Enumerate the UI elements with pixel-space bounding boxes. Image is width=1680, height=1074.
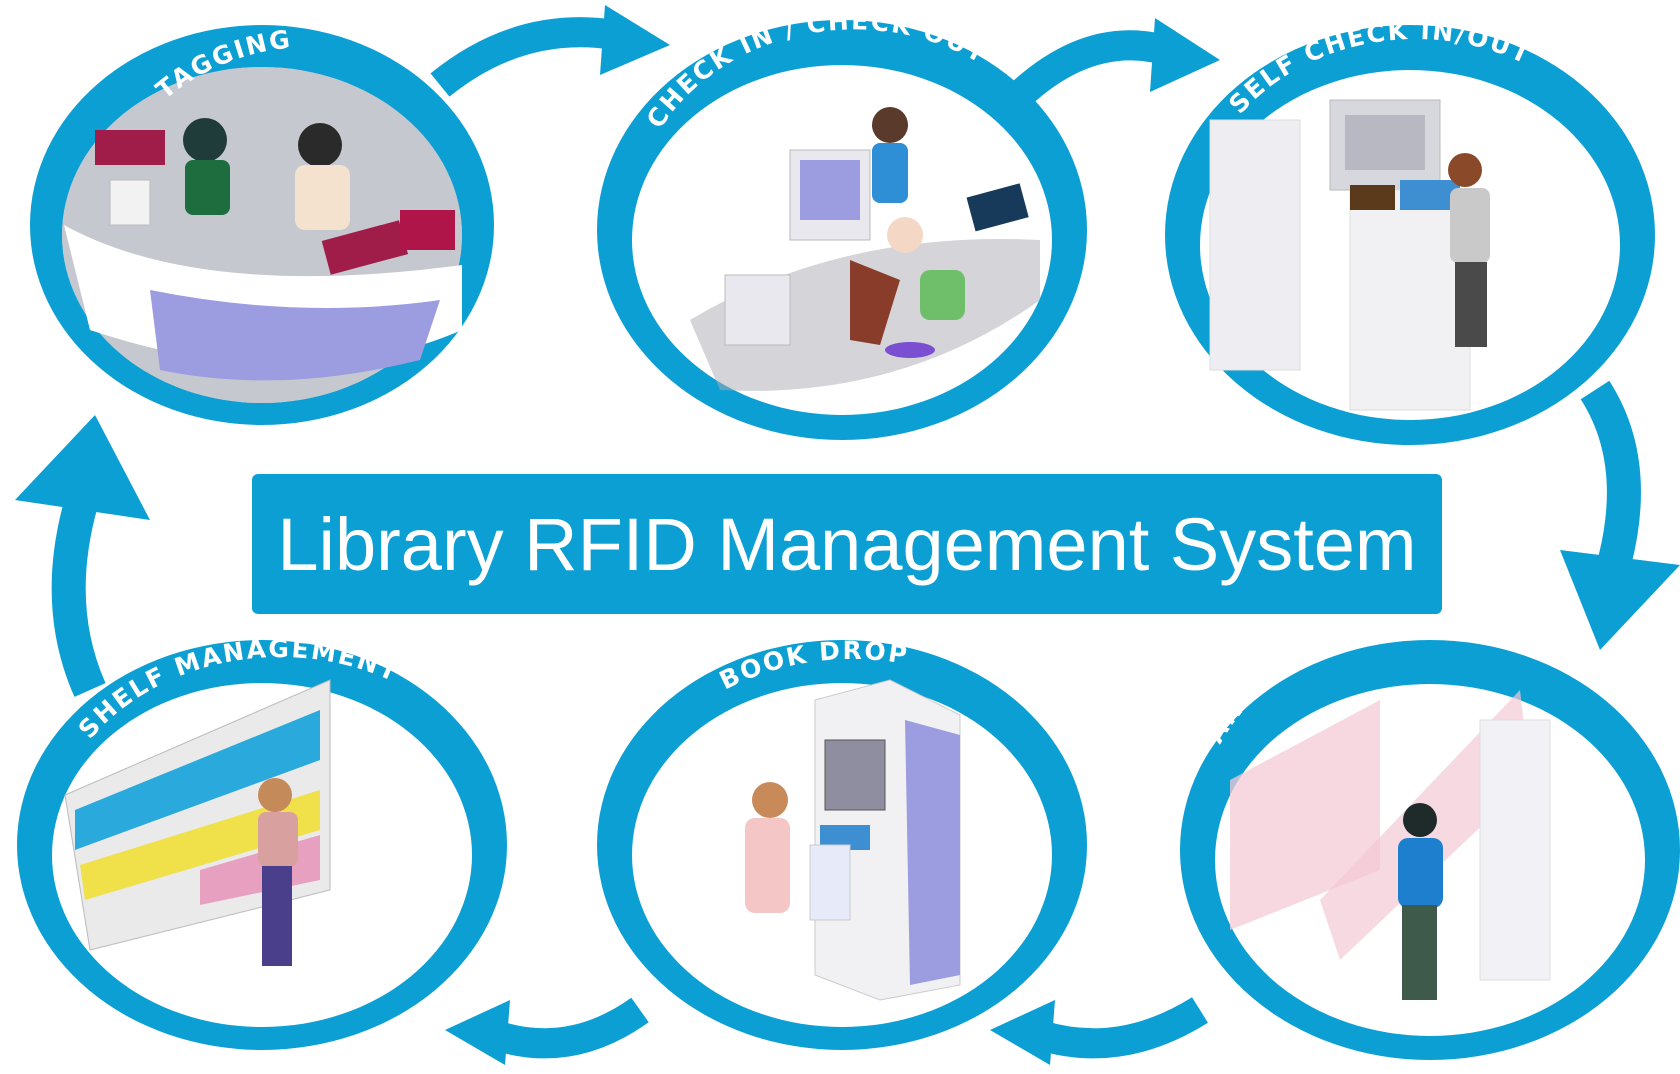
arrow-antitheft-to-bookdrop	[1035, 997, 1208, 1059]
title-banner: Library RFID Management System	[252, 474, 1442, 614]
scene-tagging-illustration	[62, 67, 462, 403]
stage-anti-theft: ANTI-THEFT DETECTION	[1180, 606, 1680, 1060]
stage-checkin-checkout: CHECK IN / CHECK OUT	[597, 6, 1087, 440]
arrow-head-2	[1150, 18, 1220, 92]
arrow-head-3	[1560, 550, 1680, 650]
arrow-bookdrop-to-shelf	[490, 997, 649, 1059]
arrow-tagging-to-checkin	[430, 17, 618, 97]
stage-tagging: TAGGING	[30, 24, 494, 425]
scene-shelf-illustration	[64, 679, 331, 966]
arrow-head-4	[990, 1000, 1055, 1065]
stage-shelf-management: SHELF MANAGEMENT	[17, 634, 507, 1050]
arrow-selfcheck-to-antitheft	[1580, 380, 1641, 565]
stage-book-drop: BOOK DROP	[597, 636, 1087, 1050]
arrow-head-5	[445, 1000, 510, 1065]
arrow-head-1	[600, 5, 670, 75]
arrow-checkin-to-selfcheck	[1009, 30, 1169, 107]
arrow-shelf-to-tagging	[51, 484, 106, 697]
diagram-title: Library RFID Management System	[277, 502, 1417, 586]
flow-arrows	[15, 5, 1680, 1065]
scene-antitheft-illustration	[1230, 690, 1551, 1000]
scene-bookdrop-illustration	[745, 679, 961, 1001]
stage-self-check: SELF CHECK IN/OUT	[1165, 16, 1655, 445]
arrow-head-6	[15, 415, 150, 520]
scene-checkin-illustration	[690, 107, 1040, 391]
scene-selfcheck-illustration	[1209, 99, 1490, 411]
